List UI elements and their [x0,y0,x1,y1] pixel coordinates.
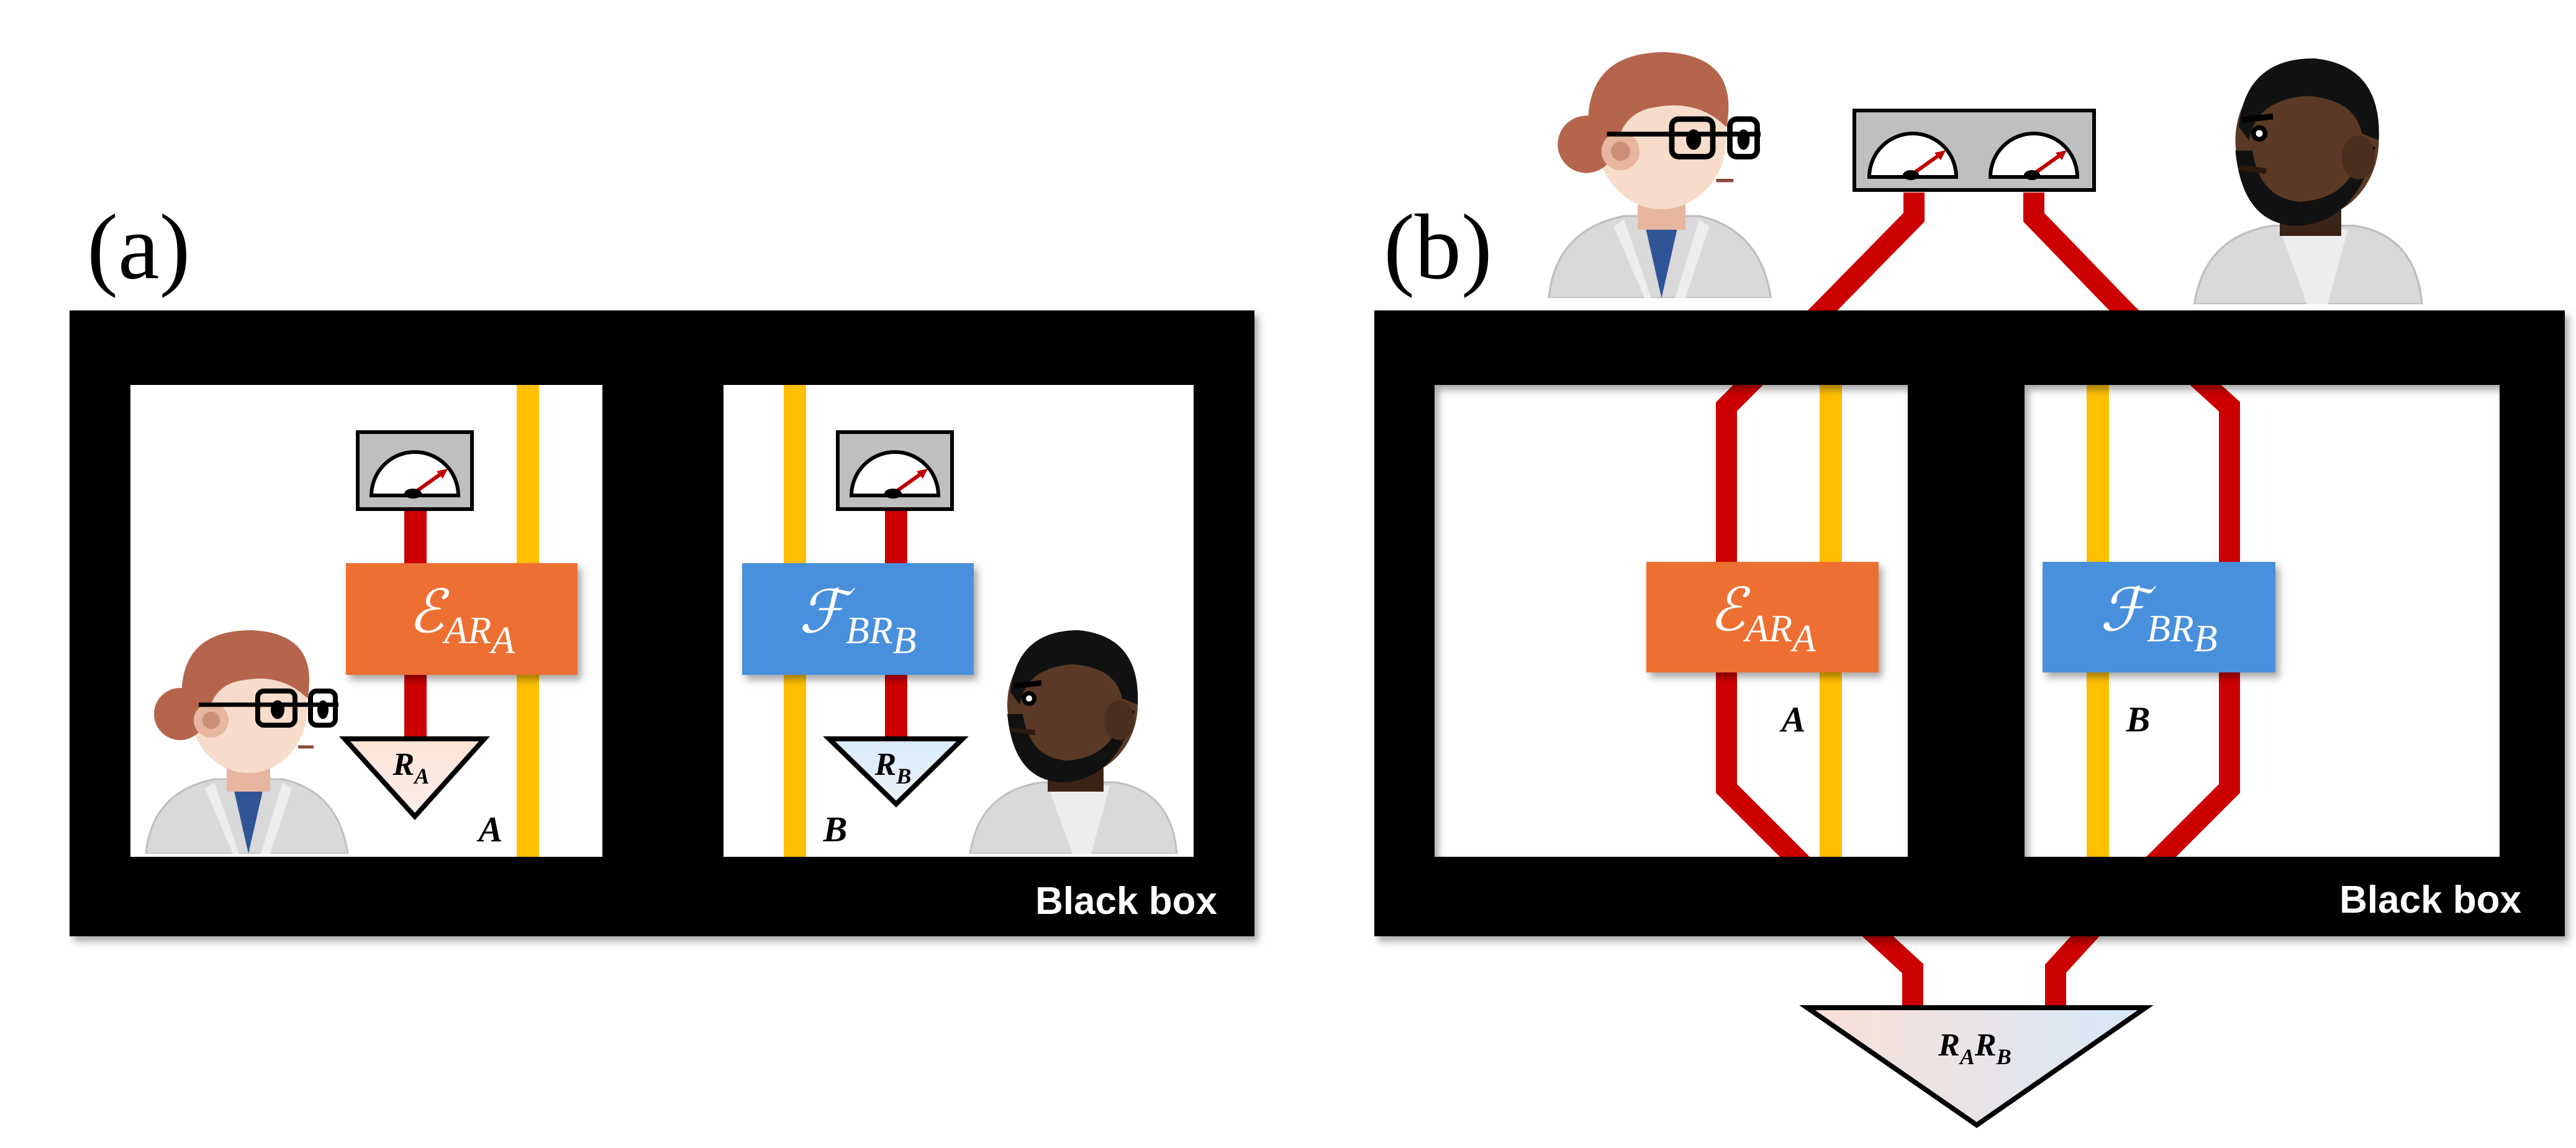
panel-a-alice-meter-icon [358,432,472,509]
panel-a-black-box-label: Black box [1035,880,1217,923]
panel-a-alice-system-label: A [477,809,503,849]
panel-a-bob-system-label: B [823,809,848,849]
panel-a-alice-reference-label: RA [392,747,430,789]
panel-a-bob-meter-icon [838,432,952,509]
panel-a-letter: (a) [87,196,190,299]
panel-a-alice-reference: RA [338,736,490,820]
panel-b-black-box-label: Black box [2339,879,2521,921]
panel-b-bob-channel: ℱBRB [2043,562,2275,672]
panel-b-black-box [1374,310,2565,936]
panel-b: (b) Black box [1374,52,2565,1128]
panel-b-alice-channel-label: ℰARA [1709,577,1816,660]
panel-a-bob-channel-label: ℱBRB [799,579,916,662]
panel-b-joint-reference-label: RARB [1938,1028,2011,1069]
panel-b-bob-avatar [2195,58,2422,304]
panel-b-alice-avatar [1549,52,1771,298]
panel-a-bob-channel: ℱBRB [742,563,974,675]
panel-b-letter: (b) [1384,196,1492,299]
panel-b-alice-channel: ℰARA [1646,562,1879,672]
panel-a: (a) Black box ℰARA RA A ℱBRB [70,196,1254,936]
panel-b-double-meter-icon [1853,109,2096,192]
panel-a-alice-channel: ℰARA [346,563,578,675]
panel-b-joint-reference: RARB [1799,1005,2154,1128]
panel-a-alice-channel-label: ℰARA [408,579,515,662]
panel-a-bob-reference-label: RB [874,747,912,789]
panel-b-bob-system-label: B [2126,699,2151,739]
panel-b-alice-system-label: A [1780,699,1806,739]
panel-a-bob-reference: RB [823,736,969,808]
